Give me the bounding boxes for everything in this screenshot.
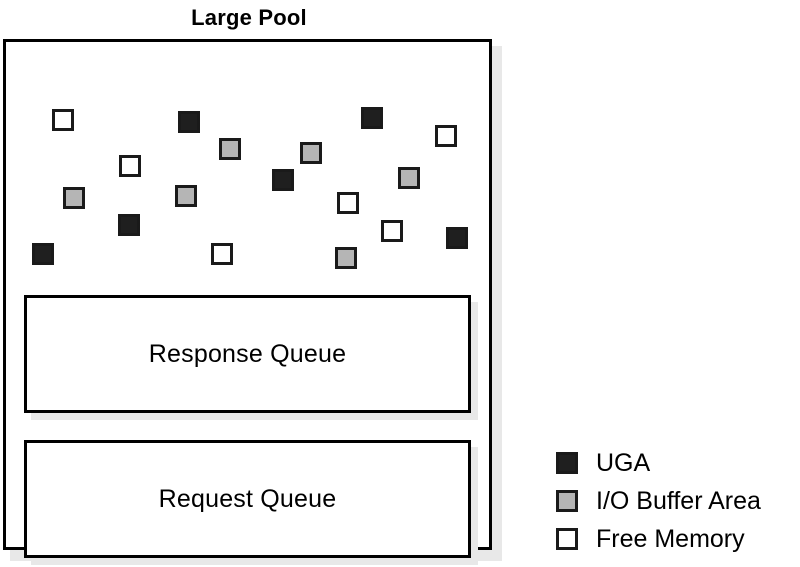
request-queue-box[interactable]: Request Queue — [24, 440, 471, 558]
legend-label: I/O Buffer Area — [596, 487, 761, 515]
memory-chunk-iobuf — [63, 187, 85, 209]
memory-chunk-free — [52, 109, 74, 131]
response-queue[interactable]: Response Queue — [24, 295, 480, 421]
memory-chunk-free — [337, 192, 359, 214]
memory-chunk-free — [435, 125, 457, 147]
request-queue[interactable]: Request Queue — [24, 440, 480, 566]
memory-chunk-iobuf — [398, 167, 420, 189]
memory-chunk-uga — [361, 107, 383, 129]
page-title: Large Pool — [191, 5, 307, 30]
memory-chunk-field — [6, 42, 495, 269]
legend-swatch-iobuf — [556, 490, 578, 512]
memory-chunk-iobuf — [335, 247, 357, 269]
memory-chunk-uga — [32, 243, 54, 265]
legend-item: Free Memory — [556, 520, 800, 558]
memory-chunk-uga — [178, 111, 200, 133]
legend-item: I/O Buffer Area — [556, 482, 800, 520]
memory-chunk-uga — [446, 227, 468, 249]
legend-label: Free Memory — [596, 525, 745, 553]
legend-item: UGA — [556, 444, 800, 482]
memory-chunk-free — [381, 220, 403, 242]
legend-swatch-uga — [556, 452, 578, 474]
memory-chunk-free — [119, 155, 141, 177]
memory-chunk-free — [211, 243, 233, 265]
memory-chunk-uga — [272, 169, 294, 191]
request-queue-label: Request Queue — [158, 484, 337, 513]
legend-label: UGA — [596, 449, 651, 477]
response-queue-box[interactable]: Response Queue — [24, 295, 471, 413]
response-queue-label: Response Queue — [148, 339, 347, 368]
memory-chunk-iobuf — [175, 185, 197, 207]
legend-swatch-free — [556, 528, 578, 550]
memory-chunk-iobuf — [300, 142, 322, 164]
memory-chunk-iobuf — [219, 138, 241, 160]
large-pool-container: Response Queue Request Queue — [3, 39, 495, 565]
memory-chunk-uga — [118, 214, 140, 236]
